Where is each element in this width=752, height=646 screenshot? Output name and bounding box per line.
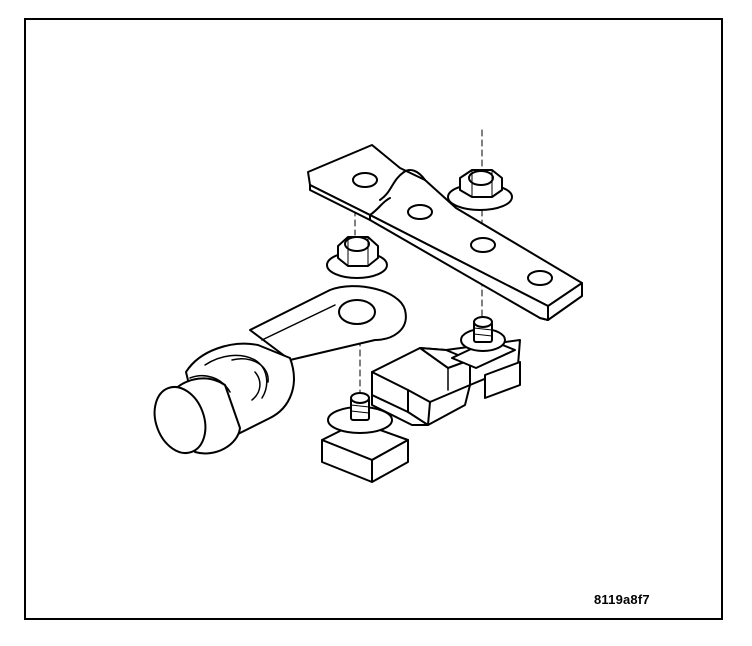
- cable-ring-terminal: [249, 285, 407, 361]
- stud-left: [321, 392, 409, 483]
- stud-right: [451, 316, 516, 369]
- figure-id-label: 8119a8f7: [594, 592, 650, 607]
- link-plate: [307, 144, 583, 321]
- flange-nut-left: [326, 236, 388, 279]
- flange-nut-right: [447, 169, 513, 211]
- cable-insulation: [153, 374, 241, 455]
